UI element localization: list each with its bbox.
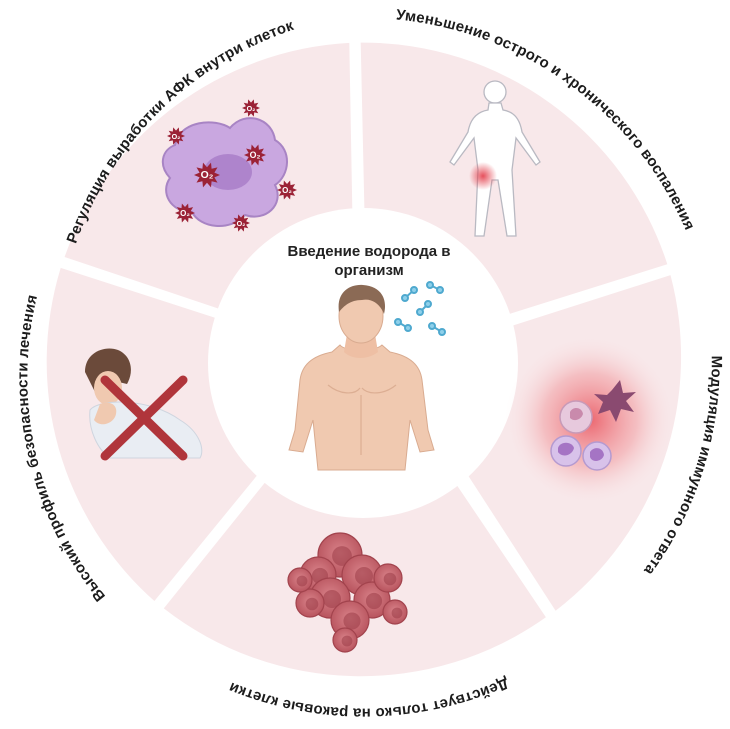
ros-radical-icon: O₂ [194,162,220,188]
man-hair [338,284,386,314]
man-torso-illustration [288,284,435,471]
ros-radical-label: O₂ [250,150,261,160]
h2-molecule [401,286,418,302]
safety-illustration [85,348,203,461]
ros-radical-label: O₂ [172,132,181,141]
ros-radical-icon: O₂ [244,144,266,166]
segment-inflammation [360,42,668,315]
cancer-cell-nucleus [383,572,397,586]
hydrogen-molecules [394,281,446,336]
center-title-line1: Введение водорода в [288,243,451,260]
ros-radical-icon: O₂ [232,214,250,232]
h2-molecule [394,318,412,332]
cancer-cells-illustration [287,532,408,653]
person-arm [94,402,117,425]
ros-radicals: O₂ O₂ O₂ O₂ O₂ O₂ O₂ [167,99,297,232]
ros-radical-icon: O₂ [167,127,185,145]
cancer-cell-nucleus [355,567,373,585]
ros-radical-label: O₂ [201,170,214,181]
cancer-cell-nucleus [391,607,403,619]
immune-nucleus-1 [570,408,583,421]
ros-radical-label: O₂ [237,219,246,228]
cancer-cell-nucleus [305,597,319,611]
dendritic-cell [594,380,636,422]
ros-radical-icon: O₂ [242,99,260,117]
ros-radical-label: O₂ [247,104,256,113]
h2-molecule [426,281,444,294]
inflammation-spot [469,162,497,190]
immune-nucleus-3 [590,448,604,461]
cancer-cell-nucleus [341,635,353,647]
immune-cells-illustration [505,335,675,505]
ros-radical-icon: O₂ [175,203,195,223]
inflammation-figure [449,80,541,237]
figure-head [483,80,507,104]
cancer-cell-nucleus [365,592,383,610]
cancer-cell-nucleus [343,612,361,630]
cancer-cell-nucleus [323,590,341,608]
label-cancer: Действует только на раковые клетки [226,674,511,721]
cross-icon [100,375,188,461]
cancer-cell-nucleus [296,575,308,587]
ros-radical-icon: O₂ [277,180,297,200]
ros-radical-label: O₂ [282,186,292,195]
immune-nucleus-2 [558,442,574,456]
man-chest-lines [327,384,397,455]
center-title-line2: организм [334,262,403,279]
h2-molecule [416,300,432,316]
ros-radical-label: O₂ [180,209,190,218]
h2-molecule [428,322,446,336]
